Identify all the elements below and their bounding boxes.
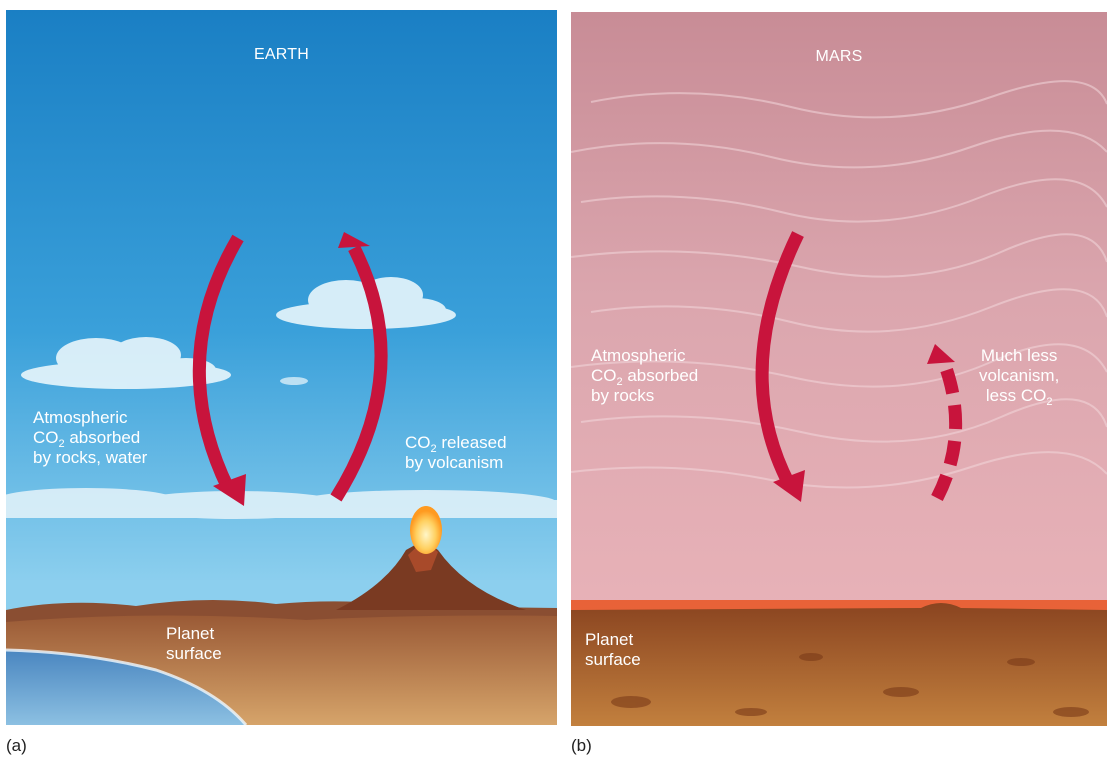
cloud-band bbox=[6, 488, 557, 519]
mars-absorbed-label: Atmospheric CO2 absorbed by rocks bbox=[591, 346, 699, 405]
cloud bbox=[21, 337, 231, 389]
mars-panel: MARS Atmospheric CO2 absorbed by rocks M… bbox=[571, 12, 1107, 726]
earth-absorbed-label: Atmospheric CO2 absorbed by rocks, water bbox=[33, 408, 148, 467]
ocean bbox=[6, 650, 246, 725]
co2-absorbed-arrow bbox=[755, 231, 805, 502]
mars-surface-label: Planet surface bbox=[585, 630, 641, 669]
volcano-eruption bbox=[410, 506, 442, 554]
caption-a: (a) bbox=[6, 736, 27, 755]
mars-title: MARS bbox=[815, 48, 863, 65]
earth-title: EARTH bbox=[254, 46, 309, 63]
co2-released-arrow bbox=[330, 232, 388, 502]
earth-released-label: CO2 released by volcanism bbox=[405, 433, 507, 472]
craters bbox=[611, 653, 1089, 717]
mars-volcanism-label: Much less volcanism, less CO2 bbox=[979, 346, 1060, 408]
caption-b: (b) bbox=[571, 736, 592, 755]
earth-panel: EARTH Atmospheric CO2 absorbed by rocks,… bbox=[6, 10, 557, 725]
mars-illustration bbox=[571, 12, 1107, 726]
volcano bbox=[336, 540, 526, 610]
earth-illustration bbox=[6, 10, 557, 725]
wispy-clouds bbox=[571, 80, 1107, 489]
co2-release-dashed-arrow bbox=[927, 344, 963, 501]
co2-absorbed-arrow bbox=[192, 234, 246, 506]
earth-surface-label: Planet surface bbox=[166, 624, 222, 663]
